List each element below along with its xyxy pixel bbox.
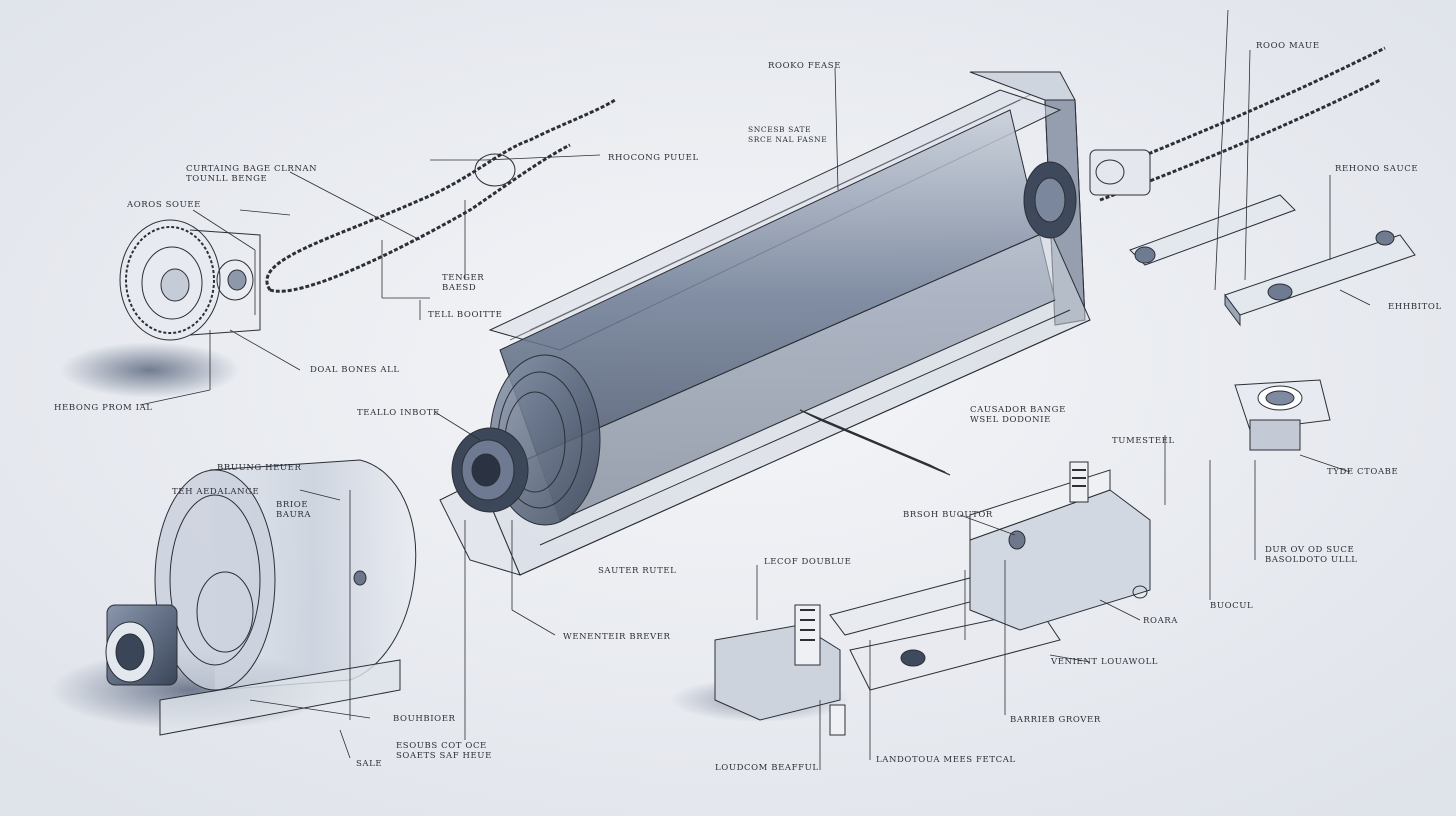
label-rehono-sauce: REHONO SAUCE <box>1335 164 1419 174</box>
label-teh-afdalange: TEH AEDALANGE <box>172 487 260 497</box>
label-sauter-rutel: SAUTER RUTEL <box>598 566 677 576</box>
label-dolk-bones: DOAL BONES ALL <box>310 365 400 375</box>
label-tenger: TENGER BAESD <box>442 273 485 293</box>
label-hebong-pror: HEBONG PROM IAL <box>54 403 153 413</box>
label-dur-ovd: DUR OV OD SUCE BASOLDOTO ULLL <box>1265 545 1358 565</box>
label-tell-booitte: TELL BOOITTE <box>428 310 503 320</box>
label-lando: LANDOTOUA MEES FETCAL <box>876 755 1016 765</box>
label-sncesb: SNCESB SATE SRCE NAL FASNE <box>748 125 828 144</box>
label-rhocong-puuel: RHOCONG PUUEL <box>608 153 699 163</box>
label-loudcom: LOUDCOM BEAFFUL <box>715 763 819 773</box>
label-roo-maue: ROOO MAUE <box>1256 41 1320 51</box>
roller-tube-housing <box>439 71 1091 576</box>
label-causador: CAUSADOR BANGE WSEL DODONIE <box>970 405 1066 425</box>
gearbox-unit <box>969 461 1151 631</box>
chain-pulley-assembly <box>119 98 616 341</box>
label-roara: ROARA <box>1143 616 1179 626</box>
label-bruung-heuer: BRUUNG HEUER <box>217 463 302 473</box>
label-roko-fease: ROOKO FEASE <box>768 61 841 71</box>
shadow <box>60 342 240 398</box>
label-curtain: CURTAING BAGE CLRNAN TOUNLL BENGE <box>186 164 318 184</box>
motor-unit <box>105 459 417 736</box>
label-bouhbioer: BOUHBIOER <box>393 714 456 724</box>
label-brsoh-buoutor: BRSOH BUOUTOR <box>903 510 993 520</box>
label-wenenteir: WENENTEIR BREVER <box>563 632 671 642</box>
drive-chain <box>1089 46 1386 202</box>
label-lecof-doubue: LECOF DOUBLUE <box>764 557 852 567</box>
label-aore-souee: AOROS SOUEE <box>127 200 201 210</box>
clamp-assembly <box>714 569 1061 736</box>
label-teallo-inbote: TEALLO INBOTE <box>357 408 440 418</box>
label-venient: VENIENT LOUAWOLL <box>1051 657 1159 667</box>
bearing-fitting <box>1234 379 1331 451</box>
label-ehhbitol: EHHBITOL <box>1388 302 1442 312</box>
label-tumesteel: TUMESTEEL <box>1112 436 1175 446</box>
label-buocul: BUOCUL <box>1210 601 1254 611</box>
label-tyde-ctoabe: TYDE CTOABE <box>1327 467 1399 477</box>
mounting-bracket <box>1129 194 1416 327</box>
leader-lines <box>139 9 1371 770</box>
label-brioe-baura: BRIOE BAURA <box>276 500 312 520</box>
label-barrieb: BARRIEB GROVER <box>1010 715 1101 725</box>
label-esoubs: ESOUBS COT OCE SOAETS SAF HEUE <box>396 741 492 761</box>
label-sale: SALE <box>356 759 383 769</box>
